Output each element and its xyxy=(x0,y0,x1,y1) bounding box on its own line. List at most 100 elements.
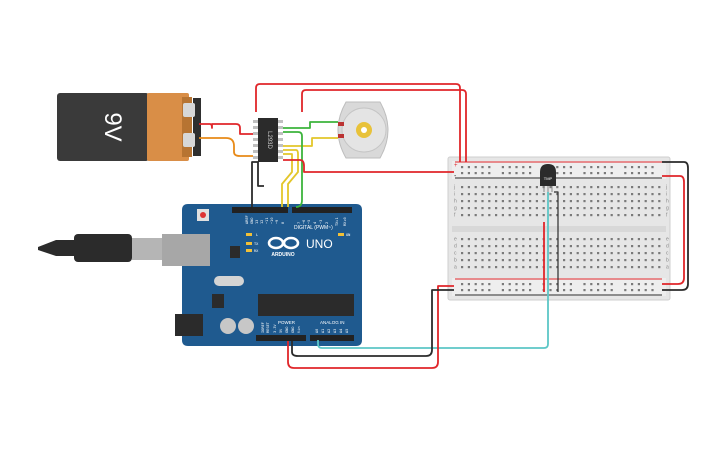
breadboard-hole[interactable] xyxy=(658,193,661,196)
breadboard-hole[interactable] xyxy=(522,245,525,248)
breadboard-hole[interactable] xyxy=(481,186,484,189)
breadboard-hole[interactable] xyxy=(488,200,491,203)
breadboard-hole[interactable] xyxy=(603,200,606,203)
breadboard-hole[interactable] xyxy=(501,172,504,175)
breadboard-hole[interactable] xyxy=(515,252,518,255)
breadboard-hole[interactable] xyxy=(610,166,613,169)
breadboard-hole[interactable] xyxy=(495,207,498,210)
breadboard-hole[interactable] xyxy=(474,193,477,196)
breadboard-hole[interactable] xyxy=(461,172,464,175)
breadboard-hole[interactable] xyxy=(474,238,477,241)
breadboard-hole[interactable] xyxy=(651,214,654,217)
breadboard-hole[interactable] xyxy=(488,252,491,255)
breadboard-hole[interactable] xyxy=(549,245,552,248)
breadboard-hole[interactable] xyxy=(529,245,532,248)
breadboard-hole[interactable] xyxy=(563,252,566,255)
breadboard-hole[interactable] xyxy=(488,193,491,196)
wire-battery-red[interactable] xyxy=(199,123,253,135)
breadboard-hole[interactable] xyxy=(617,193,620,196)
breadboard-hole[interactable] xyxy=(576,193,579,196)
breadboard-hole[interactable] xyxy=(576,252,579,255)
breadboard-hole[interactable] xyxy=(474,283,477,286)
breadboard-hole[interactable] xyxy=(569,252,572,255)
breadboard-hole[interactable] xyxy=(529,166,532,169)
breadboard-hole[interactable] xyxy=(481,207,484,210)
breadboard-hole[interactable] xyxy=(631,166,634,169)
breadboard-hole[interactable] xyxy=(644,166,647,169)
breadboard-hole[interactable] xyxy=(624,214,627,217)
breadboard-hole[interactable] xyxy=(590,193,593,196)
breadboard-hole[interactable] xyxy=(501,252,504,255)
breadboard-hole[interactable] xyxy=(563,238,566,241)
breadboard-hole[interactable] xyxy=(481,214,484,217)
breadboard-hole[interactable] xyxy=(508,283,511,286)
breadboard-hole[interactable] xyxy=(508,200,511,203)
breadboard-hole[interactable] xyxy=(529,283,532,286)
breadboard-hole[interactable] xyxy=(569,193,572,196)
breadboard-hole[interactable] xyxy=(529,252,532,255)
breadboard-hole[interactable] xyxy=(467,289,470,292)
breadboard-hole[interactable] xyxy=(522,200,525,203)
breadboard-hole[interactable] xyxy=(488,166,491,169)
wire-arduino-5v-red[interactable] xyxy=(287,285,454,369)
breadboard-hole[interactable] xyxy=(644,200,647,203)
breadboard-hole[interactable] xyxy=(624,207,627,210)
breadboard-hole[interactable] xyxy=(658,238,661,241)
breadboard-hole[interactable] xyxy=(556,200,559,203)
breadboard-hole[interactable] xyxy=(610,238,613,241)
breadboard-hole[interactable] xyxy=(624,200,627,203)
breadboard-hole[interactable] xyxy=(597,166,600,169)
breadboard-hole[interactable] xyxy=(488,207,491,210)
wire-driver-black-bb[interactable] xyxy=(257,162,264,187)
breadboard-hole[interactable] xyxy=(481,252,484,255)
breadboard-hole[interactable] xyxy=(508,252,511,255)
breadboard-hole[interactable] xyxy=(515,214,518,217)
breadboard-hole[interactable] xyxy=(535,207,538,210)
breadboard-hole[interactable] xyxy=(563,172,566,175)
battery-9v[interactable]: 9V xyxy=(57,93,201,161)
breadboard-hole[interactable] xyxy=(501,200,504,203)
breadboard-hole[interactable] xyxy=(522,266,525,269)
breadboard-hole[interactable] xyxy=(522,166,525,169)
breadboard-hole[interactable] xyxy=(590,259,593,262)
breadboard-hole[interactable] xyxy=(488,186,491,189)
breadboard-hole[interactable] xyxy=(508,238,511,241)
breadboard-hole[interactable] xyxy=(461,252,464,255)
breadboard-hole[interactable] xyxy=(597,283,600,286)
breadboard-hole[interactable] xyxy=(583,238,586,241)
breadboard-hole[interactable] xyxy=(481,245,484,248)
wire-driver-red-bb[interactable] xyxy=(283,159,454,173)
breadboard-hole[interactable] xyxy=(610,214,613,217)
breadboard-hole[interactable] xyxy=(563,266,566,269)
breadboard-hole[interactable] xyxy=(624,259,627,262)
breadboard-hole[interactable] xyxy=(461,266,464,269)
breadboard-hole[interactable] xyxy=(651,283,654,286)
breadboard-hole[interactable] xyxy=(522,207,525,210)
breadboard-hole[interactable] xyxy=(488,172,491,175)
breadboard-hole[interactable] xyxy=(474,172,477,175)
breadboard-hole[interactable] xyxy=(617,200,620,203)
breadboard-hole[interactable] xyxy=(603,259,606,262)
breadboard-hole[interactable] xyxy=(583,186,586,189)
breadboard-hole[interactable] xyxy=(603,214,606,217)
breadboard-hole[interactable] xyxy=(603,207,606,210)
breadboard-hole[interactable] xyxy=(617,186,620,189)
breadboard-hole[interactable] xyxy=(467,207,470,210)
breadboard-hole[interactable] xyxy=(644,207,647,210)
breadboard-hole[interactable] xyxy=(501,283,504,286)
breadboard-hole[interactable] xyxy=(583,214,586,217)
breadboard-hole[interactable] xyxy=(603,193,606,196)
breadboard-hole[interactable] xyxy=(461,200,464,203)
breadboard-hole[interactable] xyxy=(597,245,600,248)
breadboard-hole[interactable] xyxy=(461,214,464,217)
breadboard-hole[interactable] xyxy=(631,186,634,189)
breadboard-hole[interactable] xyxy=(610,259,613,262)
breadboard-hole[interactable] xyxy=(474,200,477,203)
breadboard-hole[interactable] xyxy=(529,289,532,292)
breadboard-hole[interactable] xyxy=(658,200,661,203)
breadboard-hole[interactable] xyxy=(637,289,640,292)
breadboard-hole[interactable] xyxy=(576,207,579,210)
breadboard-hole[interactable] xyxy=(576,238,579,241)
breadboard-hole[interactable] xyxy=(658,186,661,189)
breadboard-hole[interactable] xyxy=(569,207,572,210)
